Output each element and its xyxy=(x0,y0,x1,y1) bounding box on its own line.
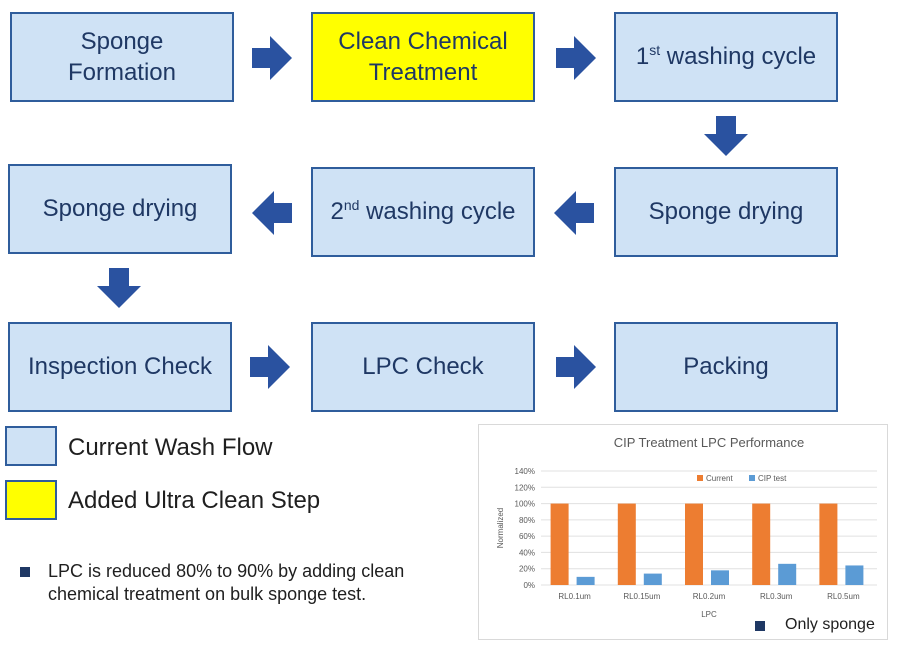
step-label: Sponge drying xyxy=(42,195,198,223)
step-packing: Packing xyxy=(614,322,838,412)
step-label: Sponge drying xyxy=(648,198,804,226)
y-tick-label: 100% xyxy=(515,500,535,509)
y-tick-label: 40% xyxy=(519,548,535,557)
legend-label-current: Current Wash Flow xyxy=(68,434,273,461)
bar-cip-test xyxy=(711,570,729,585)
bar-cip-test xyxy=(778,563,797,585)
bar-cip-test xyxy=(643,573,662,585)
step-sponge-drying-final: Sponge drying xyxy=(8,164,232,254)
step-lpc-check: LPC Check xyxy=(311,322,535,412)
arrow-left-icon xyxy=(252,191,292,235)
step-label: Inspection Check xyxy=(27,353,213,381)
step-first-washing-cycle: 1st washing cycle xyxy=(614,12,838,102)
y-tick-label: 140% xyxy=(515,467,535,476)
legend-label-added: Added Ultra Clean Step xyxy=(68,487,321,514)
legend-label: CIP test xyxy=(758,474,787,483)
y-axis-label: Normalized xyxy=(496,508,505,548)
arrow-down-icon xyxy=(704,116,748,156)
bar-current xyxy=(685,503,703,585)
x-tick-label: RL0.1um xyxy=(558,592,591,601)
bar-current xyxy=(752,503,771,585)
chart-canvas: CIP Treatment LPC Performance 0% 20% 40% 60%… xyxy=(496,435,877,619)
x-axis-label: LPC xyxy=(701,610,717,619)
step-label: 2nd washing cycle xyxy=(330,197,516,226)
arrow-left-icon xyxy=(554,191,594,235)
x-tick-label: RL0.5um xyxy=(827,592,860,601)
y-tick-label: 60% xyxy=(519,532,535,541)
step-label: 1st washing cycle xyxy=(635,42,817,71)
bar-current xyxy=(550,503,569,585)
y-tick-label: 80% xyxy=(519,516,535,525)
step-label: LPC Check xyxy=(362,353,484,381)
legend-label: Current xyxy=(706,474,733,483)
x-tick-label: RL0.15um xyxy=(623,592,660,601)
x-tick-label: RL0.3um xyxy=(760,592,793,601)
bar-current xyxy=(617,503,636,585)
chart-title: CIP Treatment LPC Performance xyxy=(614,435,805,450)
step-sponge-drying-first: Sponge drying xyxy=(614,167,838,257)
y-tick-label: 20% xyxy=(519,565,535,574)
bullet-square-icon xyxy=(20,567,30,577)
bar-cip-test xyxy=(576,576,595,585)
step-label: Sponge Formation xyxy=(67,27,177,86)
arrow-right-icon xyxy=(556,345,596,389)
bar-current xyxy=(819,503,838,585)
legend-swatch-cip-test xyxy=(749,475,755,481)
lpc-performance-chart: CIP Treatment LPC Performance 0% 20% 40% 60%… xyxy=(478,424,888,640)
legend-swatch-current xyxy=(5,426,57,466)
x-tick-label: RL0.2um xyxy=(693,592,726,601)
arrow-down-icon xyxy=(97,268,141,308)
chart-note-square-icon xyxy=(755,621,765,631)
step-label: Clean Chemical Treatment xyxy=(338,27,508,86)
step-clean-chemical-treatment: Clean Chemical Treatment xyxy=(311,12,535,102)
step-second-washing-cycle: 2nd washing cycle xyxy=(311,167,535,257)
arrow-right-icon xyxy=(556,36,596,80)
chart-note: Only sponge xyxy=(785,616,875,633)
step-sponge-formation: Sponge Formation xyxy=(10,12,234,102)
y-tick-label: 0% xyxy=(523,581,535,590)
bullet-text: LPC is reduced 80% to 90% by adding clea… xyxy=(48,561,405,604)
y-tick-label: 120% xyxy=(515,483,535,492)
arrow-right-icon xyxy=(250,345,290,389)
step-inspection-check: Inspection Check xyxy=(8,322,232,412)
step-label: Packing xyxy=(683,353,769,381)
arrow-right-icon xyxy=(252,36,292,80)
bar-cip-test xyxy=(845,565,864,585)
legend-swatch-current xyxy=(697,475,703,481)
legend-swatch-added xyxy=(5,480,57,520)
